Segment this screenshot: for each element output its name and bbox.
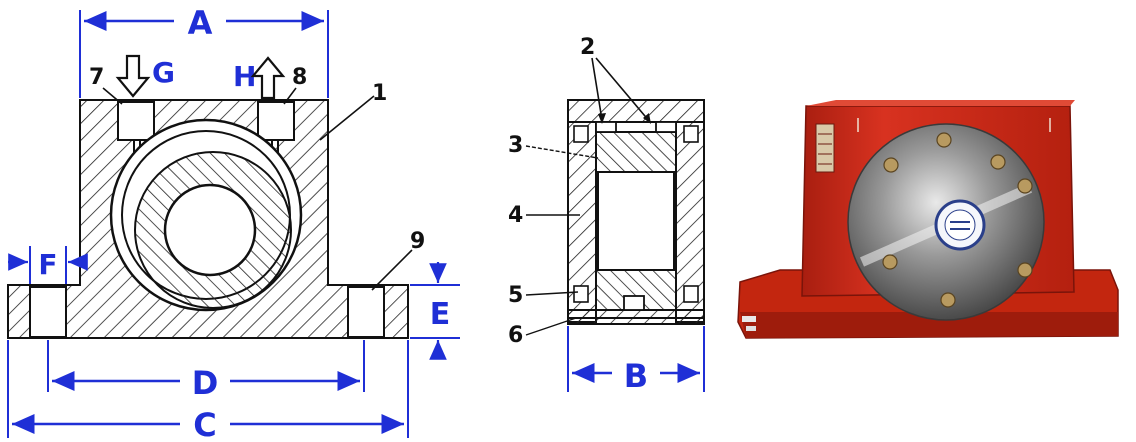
- dimension-c: C: [7, 340, 409, 442]
- dimension-a: A: [79, 4, 329, 98]
- part-2: 2: [580, 35, 595, 60]
- part-7: 7: [89, 65, 104, 90]
- dimension-d-label: D: [192, 364, 219, 402]
- side-section-view: [7, 99, 409, 339]
- flow-out-indicator: H: [233, 56, 286, 100]
- flow-in-indicator: G: [115, 54, 175, 98]
- dimension-b: B: [567, 326, 705, 395]
- outlet-port: [257, 101, 295, 141]
- label-h: H: [233, 60, 256, 93]
- dimension-e: E: [410, 262, 460, 360]
- mount-hole-right: [347, 286, 385, 338]
- part-4: 4: [508, 203, 523, 228]
- roller-top: [595, 131, 677, 173]
- part-9: 9: [410, 229, 425, 254]
- roller-center: [163, 183, 257, 277]
- part-5: 5: [508, 283, 523, 308]
- dimension-b-label: B: [624, 357, 648, 395]
- up-arrow-icon: [250, 56, 286, 100]
- dimension-f-label: F: [38, 248, 57, 281]
- part-8: 8: [292, 65, 307, 90]
- part-1: 1: [372, 81, 387, 106]
- dimension-e-label: E: [430, 297, 451, 332]
- dimension-f: F: [8, 246, 88, 284]
- mount-hole-left: [29, 286, 67, 338]
- dimension-d: D: [47, 340, 365, 402]
- roller-bore: [597, 171, 675, 271]
- screw-icons: [882, 132, 1033, 308]
- label-g: G: [152, 56, 175, 89]
- dimension-a-label: A: [188, 4, 213, 42]
- dimension-c-label: C: [193, 406, 216, 442]
- down-arrow-icon: [115, 54, 151, 98]
- product-photo: [737, 100, 1119, 339]
- part-3: 3: [508, 133, 523, 158]
- part-6: 6: [508, 323, 523, 348]
- front-section-view: [567, 99, 705, 325]
- label-plate-icon: [815, 123, 835, 173]
- inlet-port: [117, 101, 155, 141]
- cover-top: [567, 99, 705, 123]
